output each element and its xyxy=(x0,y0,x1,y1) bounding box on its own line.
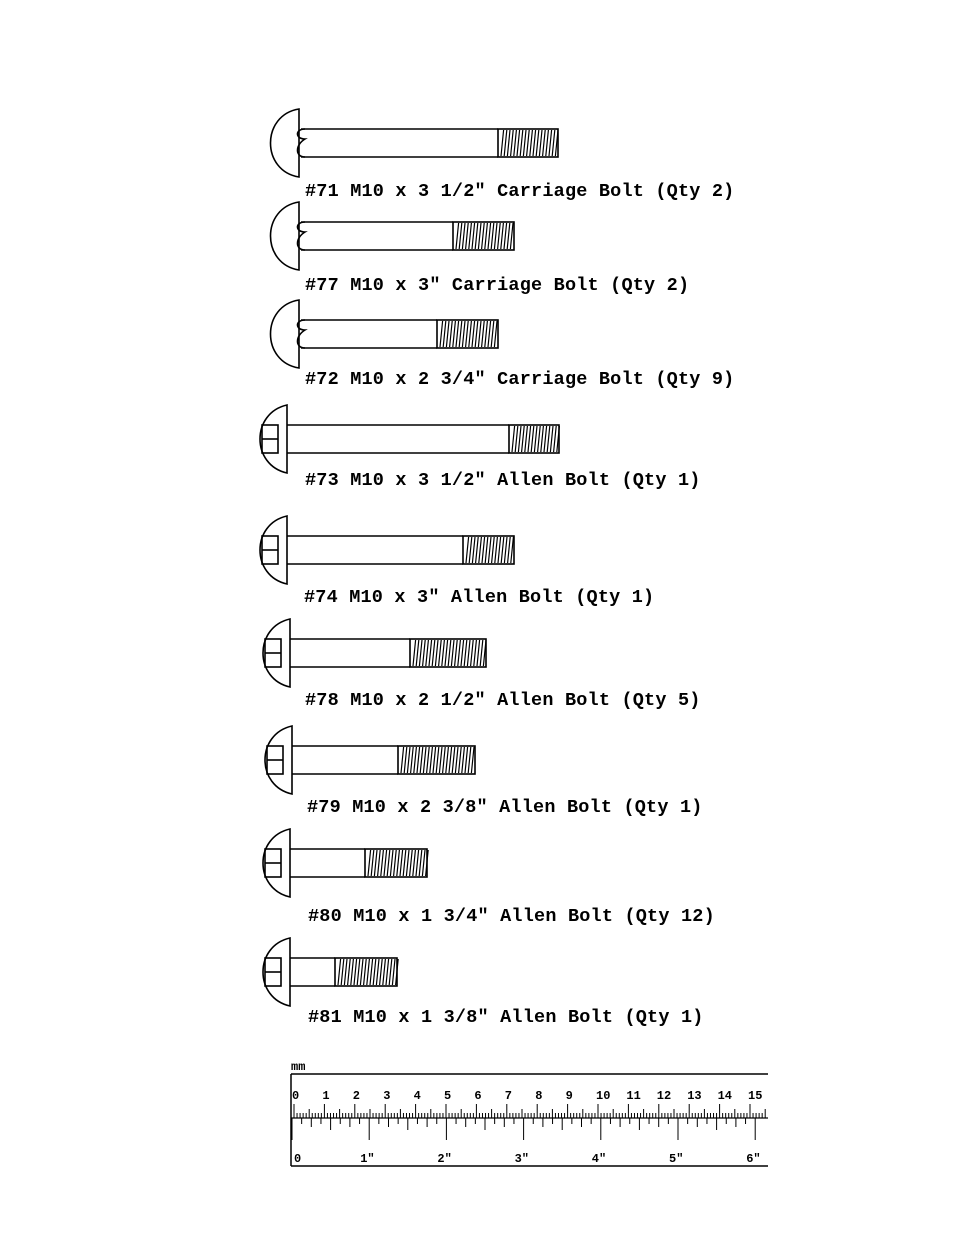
bolt-label-77: #77 M10 x 3" Carriage Bolt (Qty 2) xyxy=(305,275,690,296)
bolt-label-79: #79 M10 x 2 3/8" Allen Bolt (Qty 1) xyxy=(307,797,703,818)
cm-label: 0 xyxy=(292,1089,299,1103)
bolt-label-72: #72 M10 x 2 3/4" Carriage Bolt (Qty 9) xyxy=(305,369,735,390)
bolt-81 xyxy=(262,937,399,1007)
cm-label: 10 xyxy=(596,1089,610,1103)
cm-label: 2 xyxy=(353,1089,360,1103)
cm-label: 3 xyxy=(383,1089,390,1103)
bolt-label-71: #71 M10 x 3 1/2" Carriage Bolt (Qty 2) xyxy=(305,181,735,202)
cm-label: 7 xyxy=(505,1089,512,1103)
cm-label: 13 xyxy=(687,1089,701,1103)
cm-label: 8 xyxy=(535,1089,542,1103)
bolt-label-80: #80 M10 x 1 3/4" Allen Bolt (Qty 12) xyxy=(308,906,715,927)
bolt-80 xyxy=(262,828,429,898)
cm-label: 9 xyxy=(566,1089,573,1103)
inch-label: 0 xyxy=(294,1152,301,1166)
cm-label: 1 xyxy=(322,1089,329,1103)
cm-label: 5 xyxy=(444,1089,451,1103)
cm-label: 12 xyxy=(657,1089,671,1103)
bolt-77 xyxy=(269,201,515,271)
bolt-label-81: #81 M10 x 1 3/8" Allen Bolt (Qty 1) xyxy=(308,1007,704,1028)
bolt-74 xyxy=(259,515,515,585)
inch-label: 2" xyxy=(437,1152,451,1166)
cm-label: 15 xyxy=(748,1089,762,1103)
cm-label: 14 xyxy=(718,1089,732,1103)
inch-label: 4" xyxy=(592,1152,606,1166)
bolt-73 xyxy=(259,404,560,474)
cm-label: 11 xyxy=(626,1089,640,1103)
bolt-label-73: #73 M10 x 3 1/2" Allen Bolt (Qty 1) xyxy=(305,470,701,491)
bolt-label-74: #74 M10 x 3" Allen Bolt (Qty 1) xyxy=(304,587,655,608)
inch-label: 6" xyxy=(746,1152,760,1166)
bolt-78 xyxy=(262,618,487,688)
cm-label: 6 xyxy=(474,1089,481,1103)
inch-label: 5" xyxy=(669,1152,683,1166)
bolt-71 xyxy=(269,108,559,178)
inch-label: 1" xyxy=(360,1152,374,1166)
bolt-72 xyxy=(269,299,499,369)
ruler-unit-label: mm xyxy=(291,1060,305,1074)
bolt-79 xyxy=(264,725,476,795)
bolt-label-78: #78 M10 x 2 1/2" Allen Bolt (Qty 5) xyxy=(305,690,701,711)
cm-label: 4 xyxy=(414,1089,421,1103)
inch-label: 3" xyxy=(515,1152,529,1166)
